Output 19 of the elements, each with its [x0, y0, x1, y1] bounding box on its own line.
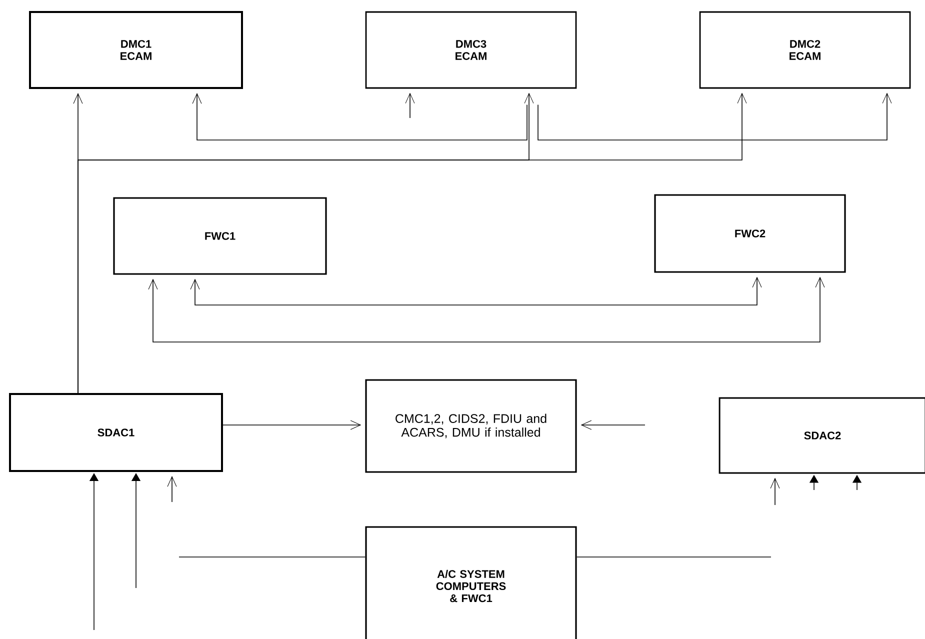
arrow [538, 93, 892, 140]
arrow [192, 93, 528, 140]
arrow [78, 93, 747, 394]
computer-box: FWC2 [654, 194, 846, 273]
arrow [148, 277, 825, 342]
computer-box: SDAC1 [9, 393, 223, 472]
display-box: DMC3 ECAM [365, 11, 577, 89]
computer-box: SDAC2 [718, 397, 925, 474]
arrow [167, 476, 177, 502]
system-box: A/C SYSTEM COMPUTERS & FWC1 [365, 526, 577, 639]
arrow [190, 277, 762, 306]
display-box: DMC1 ECAM [29, 11, 243, 89]
arrow [770, 478, 780, 506]
system-box: CMC1,2, CIDS2, FDIU and ACARS, DMU if installed [365, 379, 577, 473]
arrow [581, 420, 646, 430]
display-box: DMC2 ECAM [699, 11, 911, 89]
computer-box: FWC1 [113, 197, 327, 275]
arrow [222, 420, 361, 430]
arrow [405, 93, 415, 118]
